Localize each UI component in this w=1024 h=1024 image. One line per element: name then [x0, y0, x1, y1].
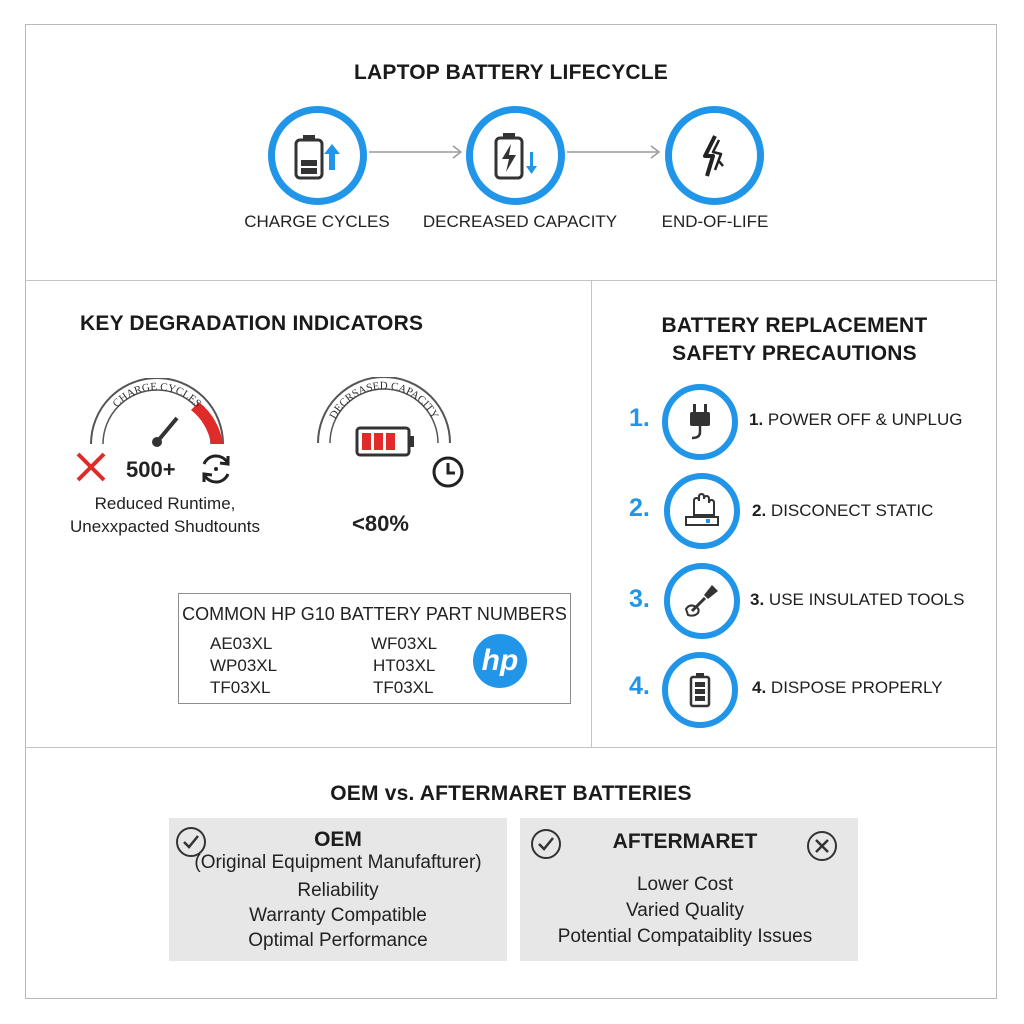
divider-bottom [25, 747, 997, 748]
safety-step-2-label: 2. DISCONECT STATIC [752, 501, 934, 520]
broken-battery-icon [665, 106, 764, 205]
arrow-right-icon [369, 145, 463, 159]
step-label-end-of-life: END-OF-LIFE [661, 212, 769, 231]
safety-title-line2: SAFETY PRECAUTIONS [672, 342, 917, 365]
gauge2-arc-label: DECRSASED CAPACITY [327, 380, 440, 421]
safety-title-line1: BATTERY REPLACEMENT [661, 314, 928, 337]
aftermarket-card: AFTERMARET Lower Cost Varied Quality Pot… [520, 818, 858, 961]
x-mark-icon [76, 452, 106, 482]
step-label-charge-cycles: CHARGE CYCLES [244, 212, 390, 231]
x-circle-icon [807, 831, 837, 861]
oem-line: Optimal Performance [248, 930, 428, 951]
divider-middle [591, 280, 592, 747]
charge-cycles-gauge: CHARGE CYCLES [90, 378, 224, 447]
oem-line: Reliability [297, 880, 379, 901]
battery-icon [662, 652, 738, 728]
check-circle-icon [531, 829, 561, 859]
comparison-title: OEM vs. AFTERMARET BATTERIES [330, 782, 692, 805]
safety-step-4-label: 4. DISPOSE PROPERLY [752, 678, 943, 697]
refresh-icon [202, 454, 230, 484]
battery-charge-up-icon [268, 106, 367, 205]
degradation-title: KEY DEGRADATION INDICATORS [80, 312, 424, 335]
hp-logo: hp [473, 634, 527, 688]
aftermarket-line: Potential Compataiblity Issues [557, 926, 813, 947]
battery-bolt-down-icon [466, 106, 565, 205]
step-number: 1. [629, 404, 650, 432]
part-number: AE03XL [210, 634, 273, 653]
oem-subtitle: (Original Equipment Manufafturer) [194, 852, 482, 873]
oem-line: Warranty Compatible [249, 905, 427, 926]
svg-text:DECRSASED CAPACITY: DECRSASED CAPACITY [327, 380, 440, 421]
screwdriver-icon [664, 563, 740, 639]
plug-icon [662, 384, 738, 460]
aftermarket-title: AFTERMARET [612, 830, 758, 853]
gauge1-caption-line2: Unexxpacted Shudtounts [70, 517, 260, 536]
safety-step-3-label: 3. USE INSULATED TOOLS [750, 590, 965, 609]
aftermarket-line: Varied Quality [626, 900, 744, 921]
divider-top [25, 280, 997, 281]
lifecycle-title: LAPTOP BATTERY LIFECYCLE [354, 61, 668, 84]
step-label-decreased-capacity: DECREASED CAPACITY [422, 212, 618, 231]
check-circle-icon [176, 827, 206, 857]
oem-card: OEM (Original Equipment Manufafturer) Re… [169, 818, 507, 961]
part-number: HT03XL [373, 656, 436, 675]
low-battery-icon [355, 426, 414, 457]
decreased-capacity-gauge: DECRSASED CAPACITY [317, 377, 451, 444]
aftermarket-line: Lower Cost [636, 874, 734, 895]
glove-icon [664, 473, 740, 549]
safety-step-1-label: 1. POWER OFF & UNPLUG [749, 410, 963, 429]
gauge1-caption-line1: Reduced Runtime, [94, 494, 236, 513]
infographic-frame [25, 24, 997, 999]
charge-cycles-value: 500+ [126, 457, 176, 482]
oem-title: OEM [314, 828, 362, 851]
step-number: 3. [629, 585, 650, 613]
part-number: WP03XL [210, 656, 278, 675]
capacity-value: <80% [352, 511, 409, 536]
part-number: TF03XL [210, 678, 271, 697]
safety-title: BATTERY REPLACEMENT SAFETY PRECAUTIONS [592, 312, 997, 368]
part-number: WF03XL [371, 634, 438, 653]
part-numbers-title: COMMON HP G10 BATTERY PART NUMBERS [182, 604, 567, 624]
clock-icon [432, 456, 464, 488]
step-number: 2. [629, 494, 650, 522]
part-number: TF03XL [373, 678, 434, 697]
step-number: 4. [629, 672, 650, 700]
arrow-right-icon [567, 145, 661, 159]
part-numbers-box: COMMON HP G10 BATTERY PART NUMBERS AE03X… [178, 593, 571, 704]
